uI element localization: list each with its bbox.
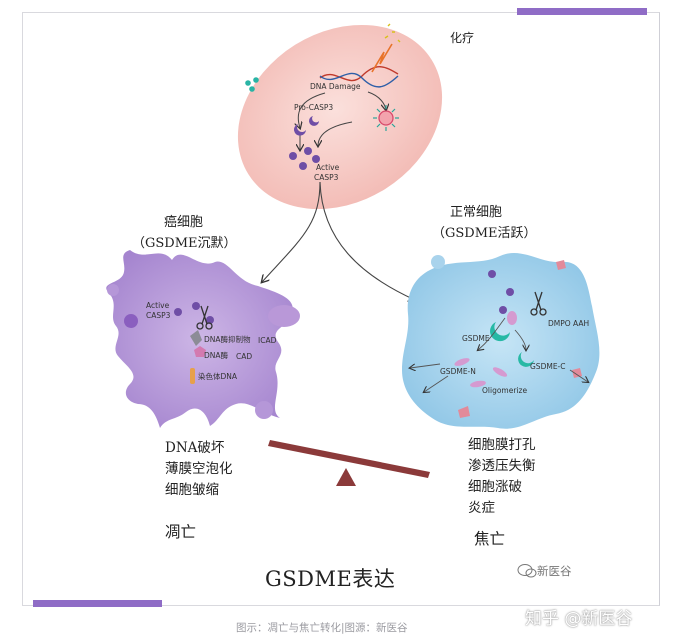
normal-scissors-icon <box>530 291 547 316</box>
chromosome-dna-label: 染色体DNA <box>198 372 238 381</box>
apoptosis-effect: DNA破坏 <box>165 440 225 456</box>
pyroptosis-effect: 渗透压失衡 <box>468 458 536 474</box>
balance-beam <box>268 440 430 486</box>
cancer-active-label-2: CASP3 <box>146 311 171 320</box>
chemo-oval <box>237 24 443 210</box>
pro-casp3-label: Pro-CASP3 <box>294 103 334 112</box>
normal-cell-subtitle: （GSDME活跃） <box>432 226 537 241</box>
accent-bar-bottom <box>33 600 162 607</box>
inhibitor-shape <box>190 330 202 346</box>
apoptosis-effect: 薄膜空泡化 <box>165 461 233 477</box>
dna-helix-icon <box>319 23 401 88</box>
branch-arrows <box>262 181 415 300</box>
pro-casp3-icon <box>294 116 319 136</box>
chromosome-bar <box>190 368 195 384</box>
apoptosis-effects: DNA破坏 薄膜空泡化 细胞皱缩 <box>165 438 233 501</box>
zhihu-watermark: 知乎 @新医谷 <box>525 609 633 629</box>
gsdme-label: GSDME <box>462 334 490 343</box>
dna-damage-label: DNA Damage <box>310 82 361 91</box>
chemo-title: 化疗 <box>450 31 475 45</box>
pyroptosis-effect: 炎症 <box>468 500 495 516</box>
pyroptosis-effects: 细胞膜打孔 渗透压失衡 细胞涨破 炎症 <box>468 435 536 519</box>
drug-dots <box>245 77 259 92</box>
accent-bar-top <box>517 8 647 15</box>
normal-cell-title: 正常细胞 <box>450 205 503 220</box>
apoptosis-outcome: 凋亡 <box>165 523 197 541</box>
normal-cell-dots <box>488 270 514 314</box>
virus-icon <box>373 105 399 131</box>
wechat-icon <box>517 564 537 578</box>
cad-label: CAD <box>236 352 253 361</box>
scissors-icon <box>196 305 213 330</box>
normal-cell-arrows <box>410 317 588 392</box>
gsdme-n-fragments <box>454 358 508 388</box>
figure-caption: 图示：凋亡与焦亡转化|图源：新医谷 <box>236 622 408 634</box>
balance-label: GSDME表达 <box>265 567 396 591</box>
cancer-active-label-1: Active <box>146 301 170 310</box>
active-casp3-label-1: Active <box>316 163 340 172</box>
active-casp3-label-2: CASP3 <box>314 173 339 182</box>
dmpo-aah-label: DMPO AAH <box>548 319 590 328</box>
cancer-cell-title: 癌细胞 <box>164 215 204 230</box>
active-casp3-dots <box>289 147 320 170</box>
gsdme-protein <box>490 311 534 367</box>
cancer-cell-casp3-dots <box>124 302 214 328</box>
apoptosis-effect: 细胞皱缩 <box>165 482 219 498</box>
figure-frame <box>22 12 660 606</box>
dnase-pentagon <box>194 346 206 357</box>
pyroptosis-effect: 细胞涨破 <box>468 479 522 495</box>
dnase-label: DNA酶 <box>204 351 229 360</box>
gsdme-c-label: GSDME-C <box>530 362 566 371</box>
pyroptosis-outcome: 焦亡 <box>474 530 506 548</box>
icad-label: ICAD <box>258 336 277 345</box>
oligomerize-label: Oligomerize <box>482 386 528 395</box>
gsdme-n-label: GSDME-N <box>440 367 476 376</box>
cancer-cell-subtitle: （GSDME沉默） <box>132 236 237 251</box>
dna-inhibitor-label: DNA酶抑制物 <box>204 335 251 344</box>
watermark-inner: 新医谷 <box>537 564 572 578</box>
pyroptosis-effect: 细胞膜打孔 <box>468 437 536 453</box>
